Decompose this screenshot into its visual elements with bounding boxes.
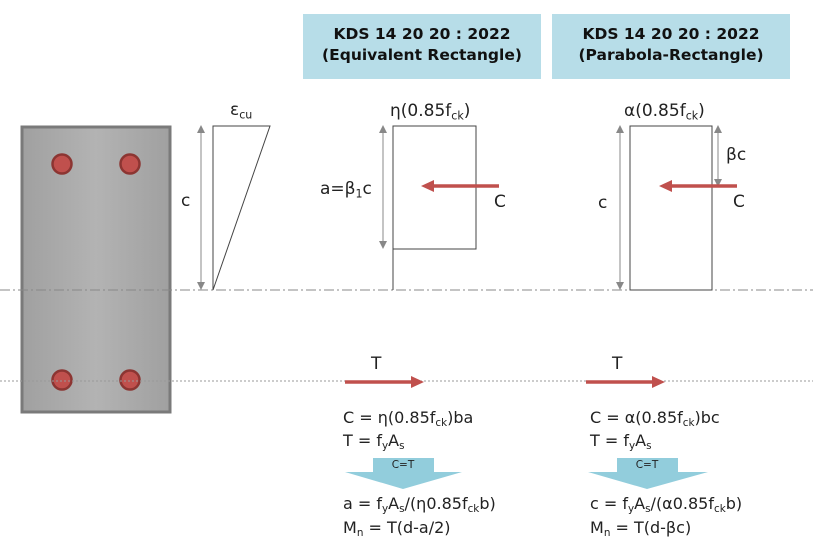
parab-balance-label: C=T <box>635 459 659 471</box>
parab-eq1-sub: ck <box>682 417 695 430</box>
parab-header: KDS 14 20 20 : 2022 (Parabola-Rectangle) <box>552 14 790 79</box>
equiv-depth-sub: 1 <box>355 187 363 201</box>
parab-stress-label: α(0.85fck) <box>624 101 705 121</box>
equiv-depth-label: a=β1c <box>320 179 372 199</box>
parab-eq2-pre: T = f <box>590 431 629 450</box>
equiv-eq2-sub2: s <box>399 440 405 453</box>
parab-eq-tension: T = fyAs <box>590 431 652 453</box>
parab-depth-label: c <box>598 193 608 213</box>
equiv-eq1-sub: ck <box>435 417 448 430</box>
equiv-tension-label: T <box>371 354 382 374</box>
equiv-eq3-mid2: /(η0.85f <box>404 494 468 513</box>
equiv-eq3-sub2: s <box>399 503 405 516</box>
parab-eq3-mid: A <box>634 494 646 513</box>
parab-eq2-sub1: y <box>628 440 636 453</box>
parab-eq3-pre: c = f <box>590 494 629 513</box>
equiv-eq3-sub1: y <box>382 503 389 516</box>
equiv-eq2-mid: A <box>388 431 400 450</box>
parab-eq2-sub2: s <box>646 440 652 453</box>
equiv-eq4-post: = T(d-a/2) <box>363 518 451 537</box>
rebar-top-left <box>51 153 73 175</box>
parab-eq1-pre: C = α(0.85f <box>590 408 683 427</box>
equiv-eq1-post: )ba <box>447 408 474 427</box>
equiv-eq2-pre: T = f <box>343 431 382 450</box>
concrete-section <box>20 125 172 414</box>
strain-symbol: ε <box>230 100 240 120</box>
parab-tension-arrowhead <box>652 376 665 388</box>
equiv-eq1-pre: C = η(0.85f <box>343 408 436 427</box>
parab-header-line1: KDS 14 20 20 : 2022 <box>582 25 760 43</box>
parab-force-label: C <box>733 192 745 212</box>
equiv-tension-arrowhead <box>411 376 424 388</box>
equiv-header-line1: KDS 14 20 20 : 2022 <box>333 25 511 43</box>
parab-eq3-sub1: y <box>628 503 635 516</box>
equiv-eq-moment: Mn = T(d-a/2) <box>343 518 451 540</box>
equiv-stress-post: ) <box>463 101 471 121</box>
equiv-balance-arrow <box>345 458 462 489</box>
equiv-stress-label: η(0.85fck) <box>390 101 470 121</box>
equiv-eq3-mid: A <box>388 494 400 513</box>
equiv-compression-arrowhead <box>421 180 434 192</box>
rebar-top-right <box>119 153 141 175</box>
parab-eq4-post: = T(d-βc) <box>610 518 692 537</box>
parab-eq3-sub2: s <box>645 503 651 516</box>
equiv-header-line2: (Equivalent Rectangle) <box>322 46 522 64</box>
equiv-depth-post: c <box>362 179 372 199</box>
equiv-eq3-post: b) <box>479 494 496 513</box>
equiv-stress-pre: η(0.85f <box>390 101 452 121</box>
parab-stress-pre: α(0.85f <box>624 101 686 121</box>
parab-eq3-post: b) <box>725 494 743 513</box>
equiv-eq-depth: a = fyAs/(η0.85fckb) <box>343 494 496 516</box>
equiv-eq-tension: T = fyAs <box>343 431 405 453</box>
parab-eq-compression: C = α(0.85fck)bc <box>590 408 720 430</box>
equiv-balance-label: C=T <box>391 459 415 471</box>
parab-balance-arrow <box>588 458 708 489</box>
rebar-bottom-right <box>119 369 141 391</box>
equiv-eq-compression: C = η(0.85fck)ba <box>343 408 474 430</box>
parab-eq3-mid2: /(α0.85f <box>650 494 714 513</box>
equiv-eq2-sub1: y <box>381 440 389 453</box>
equiv-stress-sub: ck <box>451 109 464 123</box>
parab-stress-block <box>629 125 713 291</box>
parab-eq2-mid: A <box>635 431 647 450</box>
equiv-eq4-pre: M <box>343 518 357 537</box>
parab-stress-post: ) <box>698 101 705 121</box>
equiv-force-label: C <box>494 192 506 212</box>
parab-eq-depth: c = fyAs/(α0.85fckb) <box>590 494 743 516</box>
strain-label: εcu <box>230 100 252 120</box>
strain-subscript: cu <box>239 108 253 122</box>
rebar-bottom-left <box>51 369 73 391</box>
equiv-depth-pre: a=β <box>320 179 356 199</box>
equiv-eq4-sub: n <box>356 527 364 540</box>
parab-compression-arrowhead <box>659 180 672 192</box>
parab-eq4-sub: n <box>603 527 611 540</box>
parab-eq3-sub3: ck <box>713 503 726 516</box>
parab-tension-label: T <box>612 354 623 374</box>
parab-eq1-post: )bc <box>694 408 720 427</box>
strain-depth-label: c <box>181 191 191 211</box>
strain-triangle <box>212 125 271 291</box>
parab-eq4-pre: M <box>590 518 604 537</box>
parab-header-line2: (Parabola-Rectangle) <box>578 46 764 64</box>
parab-beta-label: βc <box>726 145 747 165</box>
parab-stress-sub: ck <box>685 109 699 123</box>
parab-eq-moment: Mn = T(d-βc) <box>590 518 692 540</box>
equiv-eq3-sub3: ck <box>467 503 480 516</box>
equiv-header: KDS 14 20 20 : 2022 (Equivalent Rectangl… <box>303 14 541 79</box>
equiv-eq3-pre: a = f <box>343 494 383 513</box>
